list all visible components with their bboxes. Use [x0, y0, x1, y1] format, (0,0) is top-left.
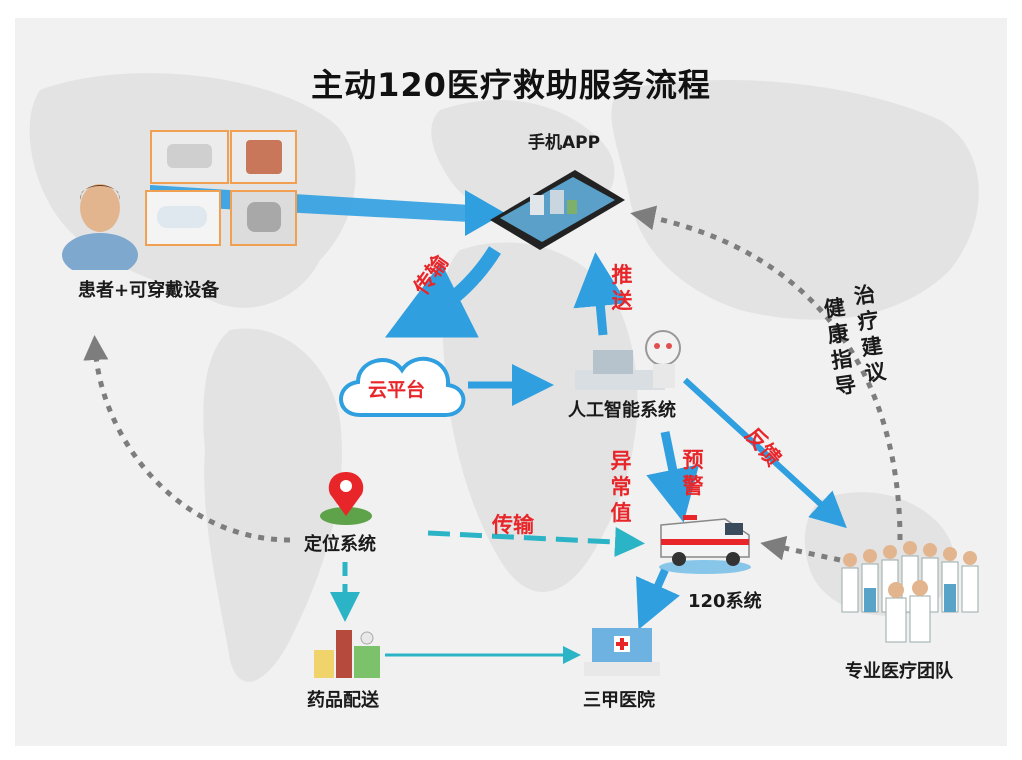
drug-delivery-label: 药品配送 [307, 690, 379, 711]
medical-team-label: 专业医疗团队 [845, 661, 953, 682]
patient-label: 患者+可穿戴设备 [78, 280, 220, 301]
phone-app-label: 手机APP [528, 133, 601, 153]
medicine-icon [314, 630, 380, 678]
arrow-phone-to-cloud [384, 246, 501, 338]
edge-label-transmit-location: 传输 [492, 513, 534, 537]
medical-team-icon [841, 541, 979, 643]
edge-label-abnormal: 异常值 [610, 449, 632, 525]
ai-system-label: 人工智能系统 [568, 400, 676, 421]
cloud-icon [339, 356, 466, 417]
ai-robot-icon [575, 330, 681, 390]
edge-label-warning: 预警 [682, 448, 704, 498]
page-title: 主动120医疗救助服务流程 [311, 66, 711, 104]
cloud-label: 云平台 [368, 379, 426, 401]
hospital-label: 三甲医院 [583, 690, 655, 711]
arrow-location-to-120 [427, 527, 645, 558]
dotted-location-to-patient [83, 335, 291, 543]
dotted-team-to-phone [630, 205, 903, 541]
dotted-team-to-120 [760, 535, 841, 563]
hospital-icon [584, 628, 660, 676]
edge-label-push: 推送 [611, 263, 633, 313]
wearable-device-thumb-1 [150, 130, 229, 184]
map-pin-icon [320, 472, 372, 525]
ambulance-120-label: 120系统 [688, 591, 762, 612]
wearable-device-thumb-2 [230, 130, 297, 184]
location-label: 定位系统 [304, 534, 376, 555]
smartphone-icon [490, 170, 625, 250]
wearable-device-thumb-3 [145, 190, 221, 246]
arrow-ai-to-120 [646, 431, 700, 523]
arrow-120-to-hospital [636, 568, 680, 630]
arrow-ai-to-phone [573, 252, 628, 336]
ambulance-icon [659, 515, 751, 574]
arrow-ai-to-team [682, 377, 847, 529]
wearable-device-thumb-4 [230, 190, 297, 246]
patient-icon [62, 184, 138, 270]
